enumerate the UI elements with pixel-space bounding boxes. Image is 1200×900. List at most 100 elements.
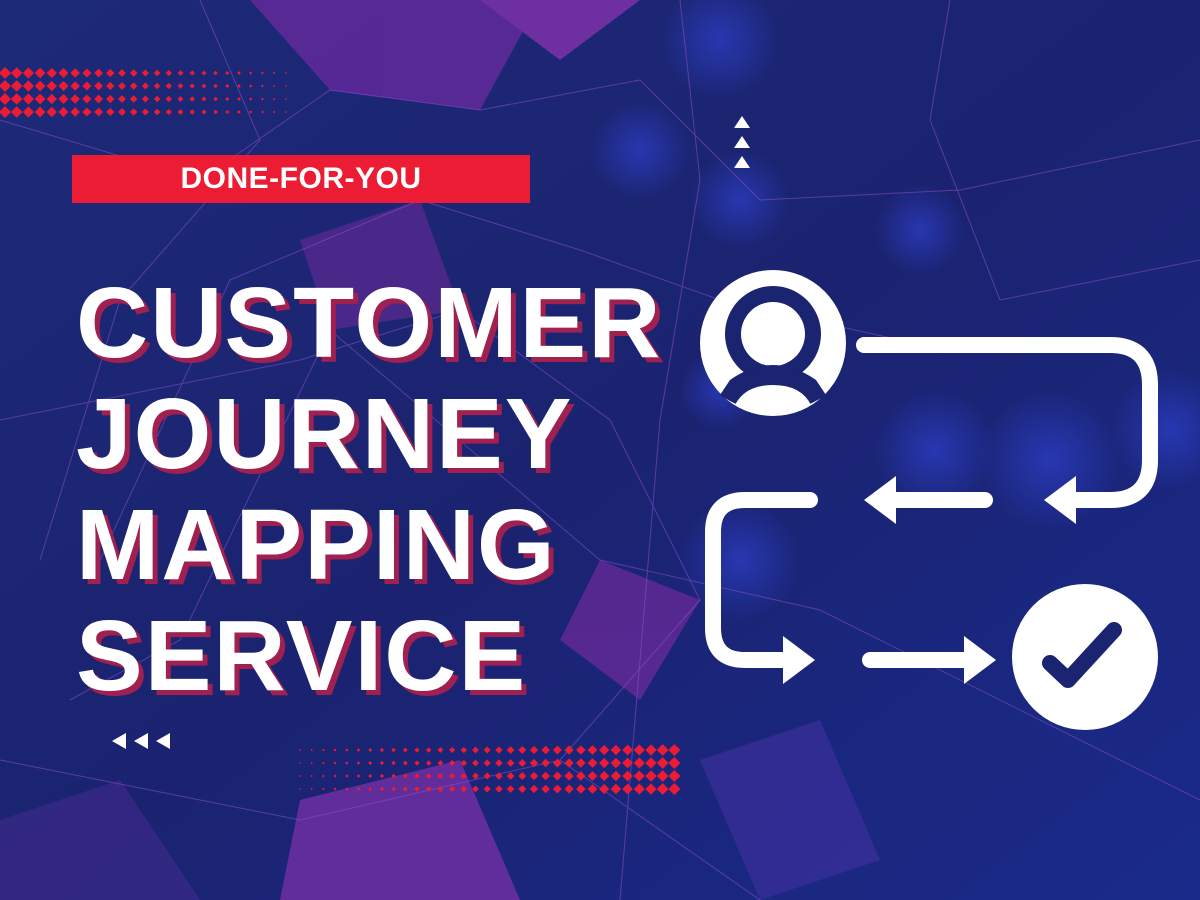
arrow-left-icon: [1044, 476, 1076, 524]
red-dot: [70, 107, 80, 117]
red-dot: [437, 760, 444, 766]
done-for-you-badge: DONE-FOR-YOU: [72, 155, 530, 203]
red-dot: [333, 787, 337, 791]
page-title: CUSTOMER JOURNEY MAPPING SERVICE: [76, 268, 662, 712]
red-dot: [284, 85, 287, 87]
red-dot: [345, 748, 349, 752]
red-dot: [225, 109, 230, 115]
red-dot: [165, 82, 172, 90]
red-dot: [310, 748, 313, 752]
red-dot: [225, 70, 230, 76]
red-dot: [299, 788, 301, 790]
red-dot: [22, 67, 34, 79]
red-dot: [564, 771, 574, 781]
red-dot: [564, 745, 574, 755]
red-dot: [356, 748, 361, 752]
red-dot: [391, 747, 396, 753]
arrow-left-icon: [864, 476, 896, 524]
title-line-1: CUSTOMER: [76, 267, 663, 379]
red-dot: [668, 783, 681, 795]
red-dot: [379, 786, 384, 792]
red-dot: [610, 770, 622, 782]
red-dot: [201, 83, 207, 89]
red-dot: [213, 83, 218, 89]
red-dot: [58, 94, 69, 104]
red-dot: [10, 93, 23, 105]
red-dot: [0, 67, 11, 79]
red-dot: [94, 68, 103, 78]
red-dot: [541, 784, 550, 794]
arrow-right-icon: [783, 636, 815, 684]
red-dot: [449, 772, 456, 780]
red-dot: [552, 745, 562, 755]
red-dot: [529, 784, 539, 794]
red-dot: [356, 787, 361, 791]
red-dot: [668, 757, 681, 769]
red-dot: [225, 96, 230, 102]
red-dot: [10, 80, 23, 92]
red-dot: [249, 97, 253, 101]
red-dot: [587, 771, 598, 781]
red-dot: [141, 69, 149, 77]
red-dot: [225, 83, 230, 89]
red-dot: [118, 69, 126, 77]
red-dot: [260, 97, 264, 101]
red-dot: [506, 759, 515, 767]
red-dot: [368, 761, 373, 765]
title-line-4: SERVICE: [76, 600, 528, 712]
red-dot: [22, 80, 34, 92]
red-dot: [599, 770, 610, 782]
red-dot: [379, 747, 384, 753]
red-dot: [237, 84, 241, 88]
red-dot: [599, 744, 610, 756]
red-dot: [94, 107, 103, 117]
red-dot: [249, 84, 253, 88]
red-dot: [449, 759, 456, 767]
red-dot: [46, 93, 57, 105]
red-dot: [106, 68, 115, 78]
red-dot: [70, 94, 80, 104]
red-dot: [402, 760, 408, 766]
red-dot: [483, 785, 491, 793]
red-dot: [129, 108, 138, 116]
red-dot: [495, 759, 503, 767]
red-dot: [237, 71, 241, 75]
triangle-up-icon: [734, 116, 750, 168]
red-dot: [379, 773, 384, 779]
red-dot: [529, 758, 539, 768]
red-dot: [189, 83, 195, 89]
red-dot: [58, 81, 69, 91]
red-dot: [449, 746, 456, 754]
red-dot: [633, 757, 645, 769]
red-dot: [610, 744, 622, 756]
red-dot: [518, 759, 527, 767]
red-dot: [518, 746, 527, 754]
red-dot: [506, 772, 515, 780]
red-dot: [165, 108, 172, 116]
red-dot: [552, 758, 562, 768]
red-dot: [645, 757, 657, 769]
red-dot: [10, 67, 23, 79]
red-dot: [668, 744, 681, 756]
red-dot: [201, 109, 207, 115]
red-dot: [70, 81, 80, 91]
red-dot: [237, 110, 241, 114]
red-dot: [564, 758, 574, 768]
red-dot: [299, 762, 301, 764]
red-dot: [153, 95, 161, 103]
red-dot: [656, 757, 669, 769]
red-dot: [633, 783, 645, 795]
red-dot: [564, 784, 574, 794]
red-dot: [249, 110, 253, 114]
red-dot: [322, 748, 325, 752]
check-circle-icon: [1012, 584, 1158, 730]
red-dot: [368, 774, 373, 778]
red-dot: [284, 111, 287, 113]
flow-paths: [705, 337, 1158, 668]
red-dot: [46, 106, 57, 118]
red-dot: [437, 786, 444, 792]
red-dot: [345, 774, 349, 778]
red-dot: [58, 68, 69, 78]
red-dot: [213, 96, 218, 102]
